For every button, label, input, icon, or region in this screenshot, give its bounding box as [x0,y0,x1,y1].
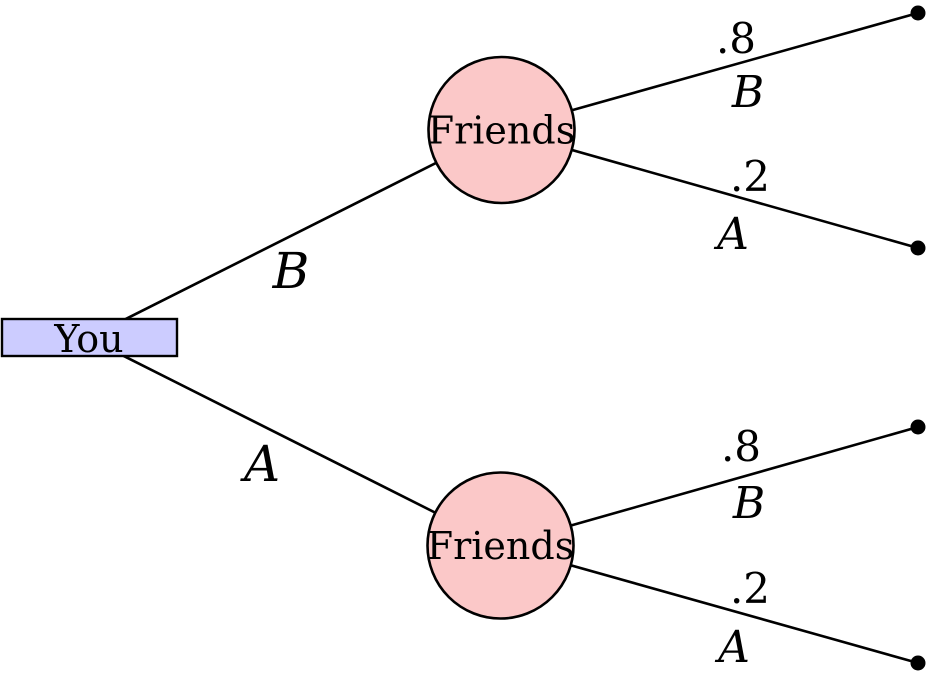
branch-label-bottom: A [240,435,280,493]
chance-node-top-circle [427,55,576,205]
branch-label-top: B [272,242,310,300]
terminal-dot-bottom-b [910,419,926,435]
probability-bottom-b: .8 [721,422,761,471]
chance-node-top-label: Friends [428,109,575,153]
terminal-dot-bottom-a [910,655,926,671]
chance-node-bottom-circle [426,471,575,620]
chance-node-bottom-label: Friends [427,524,574,568]
edge-root-to-friends-bottom [87,336,502,547]
outcome-letter-bottom-a: A [714,622,750,673]
outcome-letter-bottom-b: B [732,478,765,529]
root-node: You [0,317,179,361]
chance-node-top: Friends [427,55,576,205]
chance-node-bottom: Friends [426,471,575,620]
outcome-letter-top-b: B [731,67,764,118]
edge-root-to-friends-top [87,128,503,340]
probability-top-a: .2 [730,152,770,201]
terminal-dot-top-a [910,240,926,256]
terminal-nodes [910,5,926,671]
root-node-box [0,317,179,358]
outcome-letter-top-a: A [713,209,749,260]
root-node-label: You [53,317,123,361]
probability-bottom-a: .2 [730,564,770,613]
probability-top-b: .8 [716,14,756,63]
terminal-dot-top-b [910,5,926,21]
